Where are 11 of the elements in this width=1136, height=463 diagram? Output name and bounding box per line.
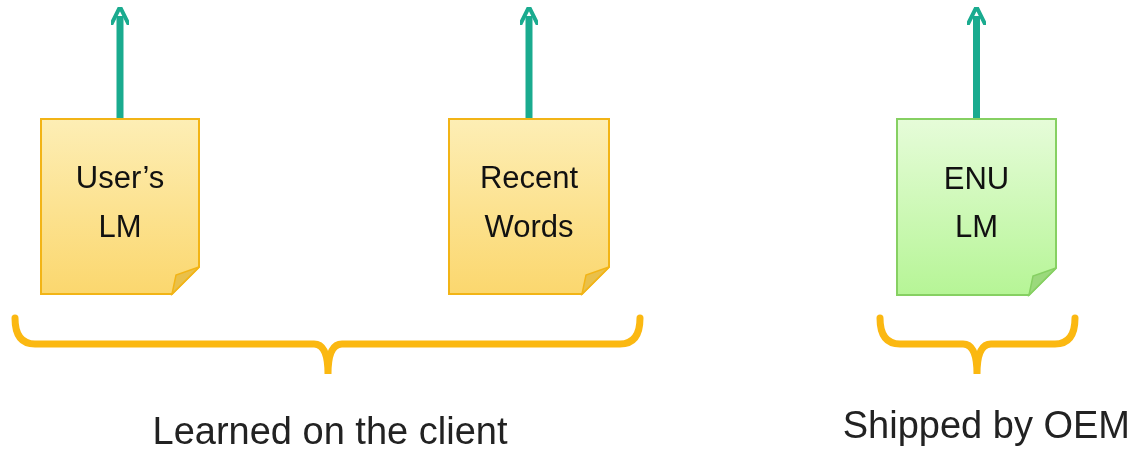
- note-text: User’s LM: [74, 159, 166, 246]
- sticky-note: [448, 118, 610, 295]
- sticky-note: [40, 118, 200, 295]
- note-text: ENU LM: [942, 159, 1011, 246]
- caption-text: Shipped by OEM: [842, 404, 1130, 447]
- sticky-note: [896, 118, 1057, 296]
- caption-text: Learned on the client: [152, 410, 508, 453]
- arrow: [108, 4, 132, 118]
- arrow: [965, 4, 988, 118]
- note-text: Recent Words: [478, 159, 580, 246]
- arrow: [517, 4, 541, 118]
